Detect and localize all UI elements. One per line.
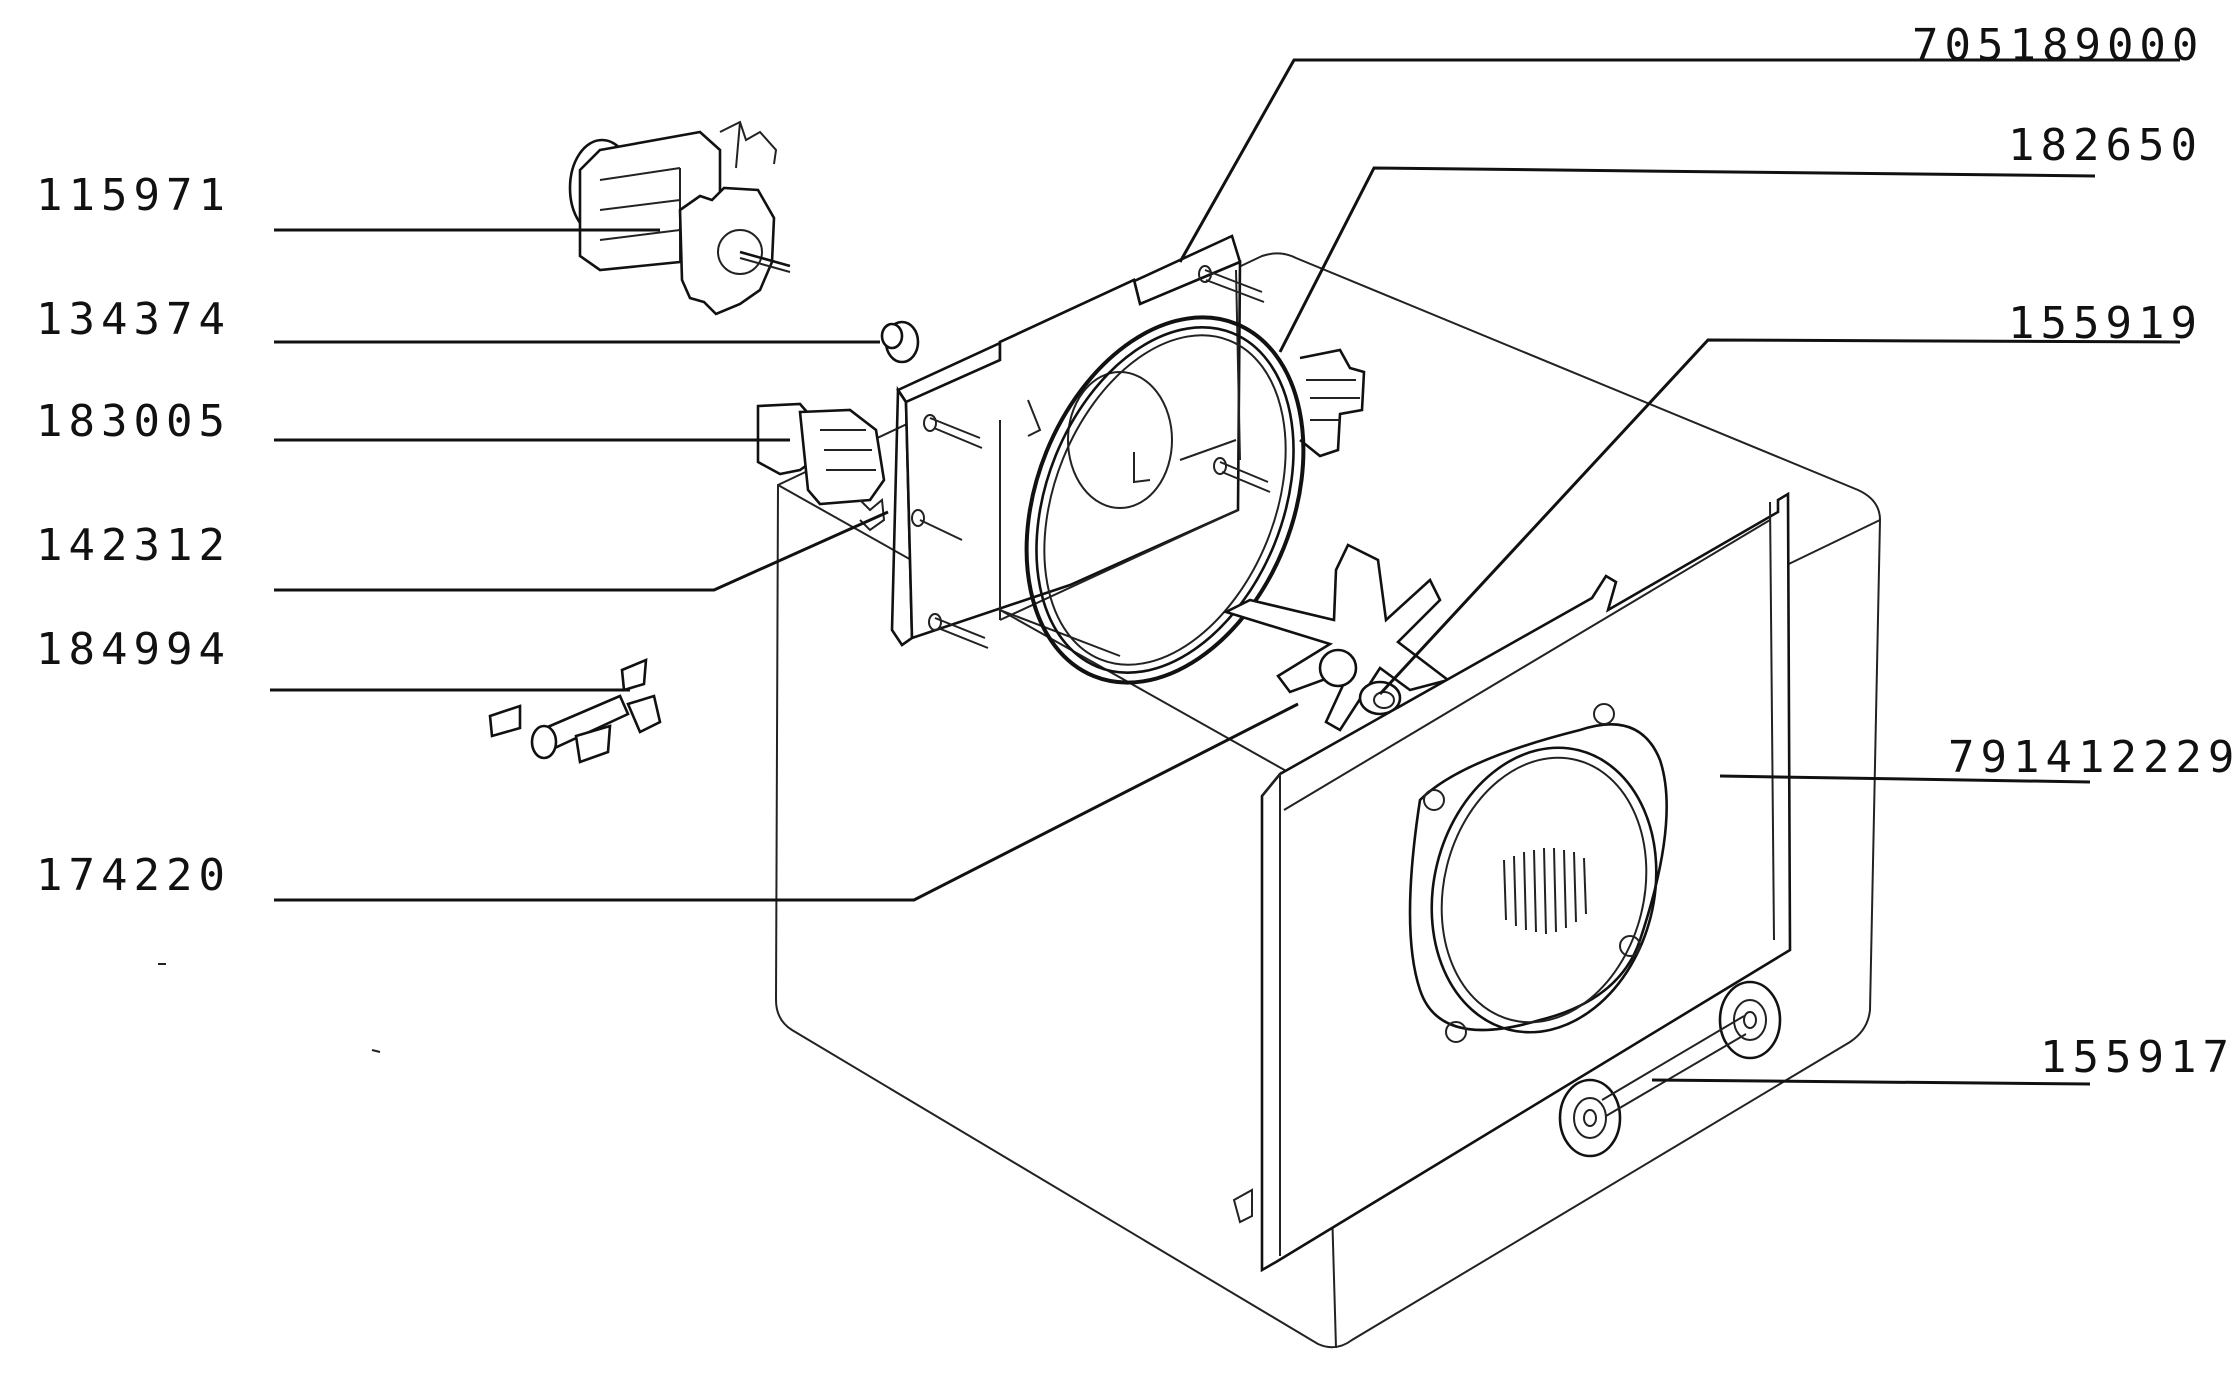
scan-specks: [158, 963, 381, 1053]
gasket-ring: [1024, 315, 1306, 685]
heating-element: [488, 657, 662, 764]
label-134374: 134374: [36, 294, 231, 345]
label-115971: 115971: [36, 170, 231, 221]
rear-panel: [890, 234, 1271, 657]
bolts: [1558, 980, 1782, 1158]
lamp-holder: [1299, 348, 1366, 458]
label-155919: 155919: [2008, 298, 2203, 349]
front-cover-panel: [1232, 491, 1792, 1273]
label-184994: 184994: [36, 624, 231, 675]
label-182650: 182650: [2008, 120, 2203, 171]
label-791412229: 791412229: [1948, 732, 2240, 783]
fan-blade: [1222, 543, 1451, 732]
part-labels: 705189000 182650 115971 134374 183005 15…: [36, 20, 2240, 1083]
leader-lines: [270, 58, 2181, 1086]
label-142312: 142312: [36, 520, 231, 571]
label-705189000: 705189000: [1912, 20, 2204, 71]
label-174220: 174220: [36, 850, 231, 901]
mounting-studs: [911, 265, 1271, 649]
knob-plug: [880, 320, 920, 364]
vent-plate: [1408, 703, 1668, 1043]
motor: [568, 120, 791, 316]
label-155917: 155917: [2040, 1032, 2235, 1083]
label-183005: 183005: [36, 396, 231, 447]
